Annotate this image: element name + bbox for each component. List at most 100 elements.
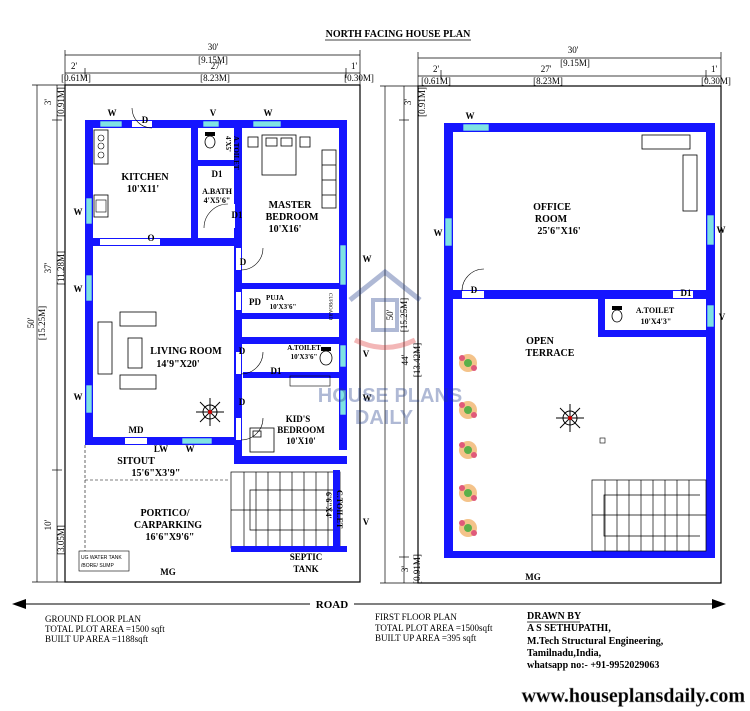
f-side-top-ft: 3' [403, 99, 413, 106]
tag-lw: LW [154, 444, 168, 454]
tag-w: W [74, 284, 83, 294]
kitchen-label: KITCHEN [121, 172, 169, 183]
tag-d1: D1 [212, 169, 223, 179]
f-side-bottom-m: [0.91M] [412, 554, 422, 584]
terrace-drain [599, 437, 606, 444]
f-mid-ft: 27' [541, 64, 552, 74]
f-mid-m: [8.23M] [533, 76, 563, 86]
office-sofa [641, 134, 698, 212]
first-plot-area: TOTAL PLOT AREA =1500sqft [375, 623, 493, 633]
kids-size: 10'X10' [286, 436, 316, 446]
first-plot-boundary [417, 85, 722, 584]
ground-floor-plan: 30' [9.15M] 2' [0.61M] 27' [8.23M] 1' [0… [26, 42, 374, 583]
tag-o: O [147, 233, 154, 243]
kitchen-fixtures [93, 129, 109, 218]
first-caption: FIRST FLOOR PLAN TOTAL PLOT AREA =1500sq… [375, 612, 493, 643]
first-built-area: BUILT UP AREA =395 sqft [375, 633, 477, 643]
g-top-total-ft: 30' [208, 42, 219, 52]
first-toilet-fixture [611, 306, 623, 323]
ugtank-label-2: /BORE/ SUMP [81, 563, 114, 569]
watermark-logo: HOUSE PLANS DAILY [318, 268, 462, 429]
terrace-plants [459, 354, 477, 537]
road-label: ROAD [316, 599, 348, 611]
first-atoilet-size: 10'X4'3" [641, 317, 672, 326]
tag-w: W [264, 108, 273, 118]
f-side-bottom-ft: 3' [400, 566, 410, 573]
compass-icon [196, 398, 224, 426]
website-footer: www.houseplansdaily.com [522, 685, 746, 707]
g-side-total-ft: 50' [26, 317, 36, 328]
toilet-counter [289, 375, 331, 387]
f-tag-w: W [434, 228, 443, 238]
credits-place: Tamilnadu,India, [527, 648, 602, 659]
f-tag-d1: D1 [681, 288, 692, 298]
ground-caption: GROUND FLOOR PLAN TOTAL PLOT AREA =1500 … [45, 614, 165, 644]
g-side-mid-ft: 37' [43, 262, 53, 273]
g-left-margin-m: [0.61M] [61, 73, 91, 83]
g-left-margin-ft: 2' [71, 61, 78, 71]
credits-name: A S SETHUPATHI, [527, 623, 611, 634]
ground-staircase [230, 471, 341, 549]
f-tag-w: W [466, 111, 475, 121]
first-compass-icon [556, 404, 584, 432]
stair-wall [231, 546, 347, 552]
g-side-total-m: [15.25M] [37, 306, 47, 340]
terrace-label: OPEN [526, 336, 555, 347]
watermark-line1: HOUSE PLANS [318, 385, 462, 407]
g-side-mid-m: [11.28M] [56, 251, 66, 285]
f-side-total-ft: 50' [385, 309, 395, 320]
portico-label-2: CARPARKING [134, 520, 202, 531]
g-side-bottom-m: [3.05M] [56, 525, 66, 555]
tag-v: V [363, 349, 370, 359]
atoilet2-size: 10'X3'6" [291, 353, 318, 361]
tag-v: V [363, 517, 370, 527]
f-left-margin-m: [0.61M] [421, 76, 451, 86]
first-walls [444, 123, 715, 558]
master-bed [247, 134, 337, 209]
ground-door-swings [131, 107, 264, 441]
ground-windows [85, 120, 347, 445]
ctoilet-size: 6'6"X4' [324, 492, 333, 519]
bath-label: A.BATH [202, 187, 233, 196]
f-top-total-ft: 30' [568, 45, 579, 55]
puja-label: PUJA [266, 294, 284, 302]
f-right-margin-ft: 1' [711, 64, 718, 74]
ctoilet-label: C.TOILET [335, 490, 344, 529]
first-floor-plan: 30' [9.15M] 2' [0.61M] 27' [8.23M] 1' [0… [380, 45, 731, 584]
first-atoilet-label: A.TOILET [636, 306, 675, 315]
toilet-fixture-kids [319, 347, 333, 366]
sitout-label: SITOUT [117, 456, 155, 467]
tag-pd: PD [249, 297, 261, 307]
first-door-swings [461, 268, 485, 292]
master-label: MASTER [269, 200, 313, 211]
office-label-2: ROOM [535, 214, 568, 225]
ground-mg-label: MG [160, 567, 176, 577]
tag-w: W [74, 207, 83, 217]
ugtank-label: UG WATER TANK [81, 555, 122, 561]
credits-qualification: M.Tech Structural Engineering, [527, 636, 664, 647]
living-label: LIVING ROOM [150, 346, 222, 357]
portico-size: 16'6"X9'6" [146, 532, 195, 543]
first-room-labels: OFFICE ROOM 25'6"X16' OPEN TERRACE A.TOI… [434, 111, 726, 582]
toilet-fixture-small [204, 132, 216, 149]
g-side-top-m: [0.91M] [56, 87, 66, 117]
master-size: 10'X16' [269, 224, 302, 235]
ground-top-dimensions [64, 50, 361, 90]
f-tag-w: W [717, 225, 726, 235]
g-side-bottom-ft: 10' [43, 519, 53, 530]
first-mg-label: MG [525, 572, 541, 582]
kids-label-2: BEDROOM [277, 425, 325, 435]
septic-label: SEPTIC [290, 552, 323, 562]
tag-md: MD [129, 425, 144, 435]
tag-d: D [240, 257, 247, 267]
tag-d1: D1 [232, 210, 243, 220]
g-mid-m: [8.23M] [200, 73, 230, 83]
f-left-margin-ft: 2' [433, 64, 440, 74]
master-label-2: BEDROOM [266, 212, 319, 223]
g-mid-ft: 27' [211, 61, 222, 71]
credits-drawn-by: DRAWN BY [527, 611, 582, 622]
tag-d: D [239, 346, 246, 356]
tag-v: V [210, 108, 217, 118]
g-top-total-m: [9.15M] [198, 55, 228, 65]
portico-label: PORTICO/ [140, 508, 189, 519]
